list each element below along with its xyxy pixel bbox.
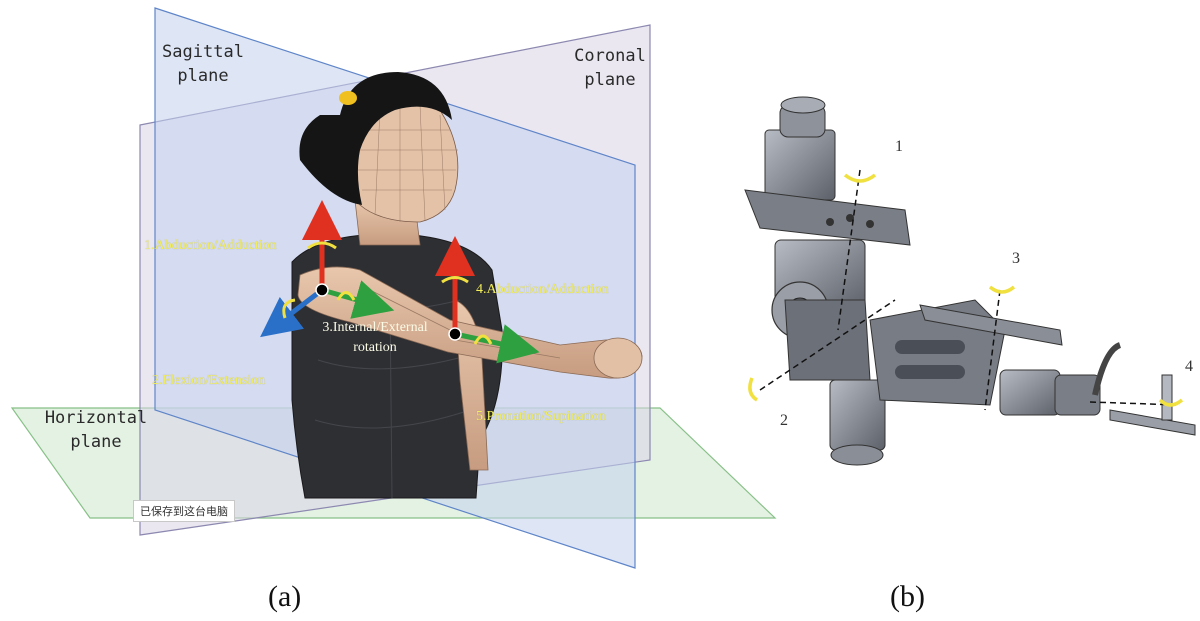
sagittal-plane-text: Sagittal plane xyxy=(162,42,244,86)
coronal-plane-label: Coronal plane xyxy=(565,44,655,92)
motion-label-5: 5.Pronation/Supination xyxy=(476,409,606,424)
panel-b-robot xyxy=(744,96,1196,466)
motion-label-1: 1.Abduction/Adduction xyxy=(144,238,277,253)
joint-number-3: 3 xyxy=(1012,250,1020,267)
horizontal-plane-label: Horizontal plane xyxy=(36,406,156,454)
human-figure xyxy=(291,72,643,499)
horizontal-plane-text: Horizontal plane xyxy=(44,408,148,452)
joint-number-1: 1 xyxy=(895,138,903,155)
coronal-plane-text: Coronal plane xyxy=(574,46,646,90)
sagittal-plane-label: Sagittal plane xyxy=(158,40,248,88)
shoulder-joint-axes xyxy=(260,200,395,338)
motion-label-4: 4.Abduction/Adduction xyxy=(476,282,609,297)
elbow-joint-axes xyxy=(435,236,540,364)
joint-number-2: 2 xyxy=(780,412,788,429)
saved-tooltip: 已保存到这台电脑 xyxy=(133,500,235,522)
motion-label-3: 3.Internal/External rotation xyxy=(322,320,428,355)
caption-b: (b) xyxy=(890,580,925,613)
motion-label-2: 2.Flexion/Extension xyxy=(152,373,266,388)
joint-number-4: 4 xyxy=(1185,358,1193,375)
panel-a-illustration xyxy=(10,7,777,569)
caption-a: (a) xyxy=(268,580,302,613)
